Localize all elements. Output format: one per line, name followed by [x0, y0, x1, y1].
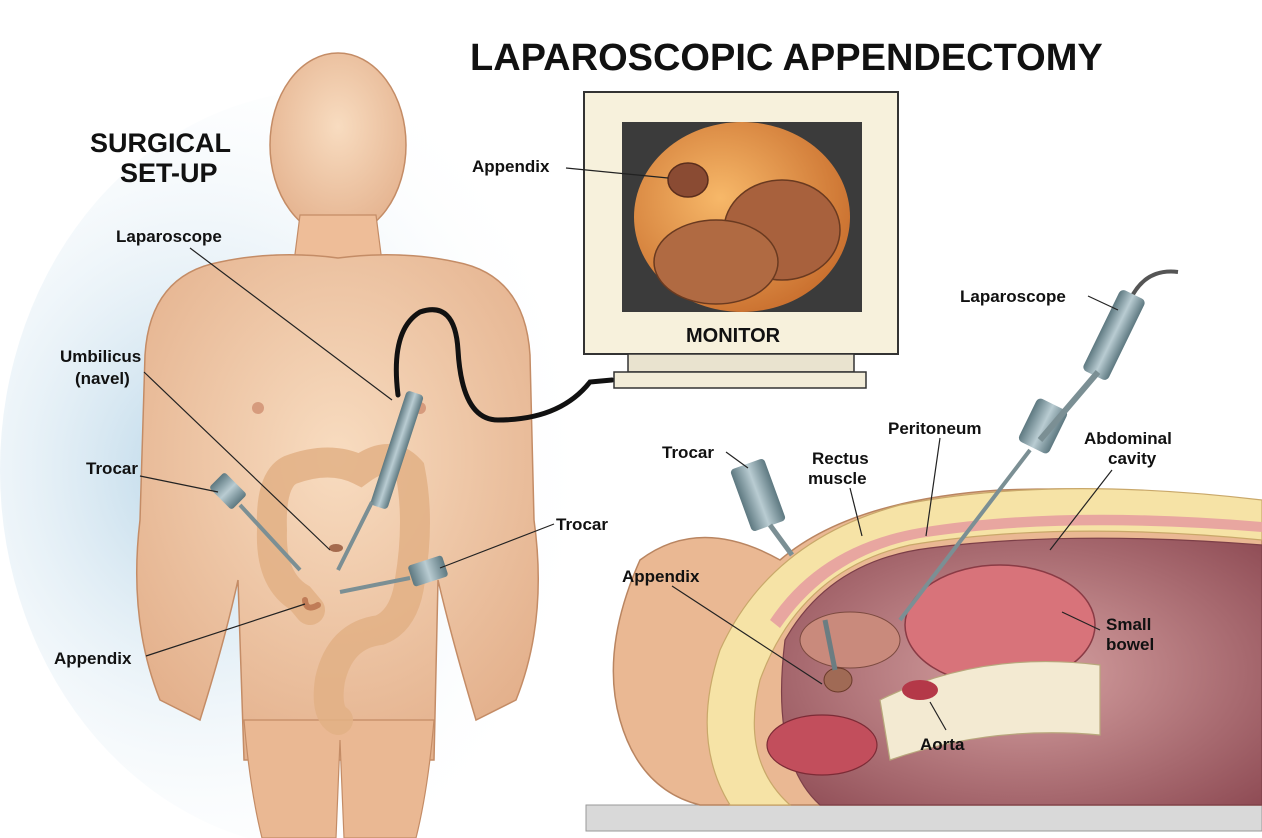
table	[585, 804, 1262, 832]
screen-organ-lower	[653, 219, 779, 305]
label-abdominal-line1: Abdominal	[1084, 429, 1172, 448]
label-cross-appendix: Appendix	[622, 567, 700, 586]
setup-heading-line2: SET-UP	[120, 158, 218, 188]
legs	[243, 719, 435, 838]
label-body-trocar-right: Trocar	[556, 515, 608, 534]
label-cross-trocar: Trocar	[662, 443, 714, 462]
left-nipple	[252, 402, 264, 414]
diagram-title: LAPAROSCOPIC APPENDECTOMY	[470, 37, 1103, 79]
laparoscope-cable	[393, 307, 615, 423]
monitor-base	[613, 371, 867, 389]
cross-section	[585, 488, 1262, 832]
label-umbilicus-line1: Umbilicus	[60, 347, 141, 366]
setup-heading-line1: SURGICAL	[90, 128, 231, 158]
cross-trocar	[730, 458, 838, 671]
label-small-bowel-line1: Small	[1106, 615, 1151, 634]
label-aorta: Aorta	[920, 735, 965, 754]
label-body-trocar-left: Trocar	[86, 459, 138, 478]
label-abdominal-line2: cavity	[1108, 449, 1157, 468]
monitor	[583, 91, 899, 389]
body-laparoscope	[336, 391, 424, 571]
label-monitor-appendix: Appendix	[472, 157, 550, 176]
label-rectus-line1: Rectus	[812, 449, 869, 468]
label-small-bowel-line2: bowel	[1106, 635, 1154, 654]
body-trocar-left	[210, 473, 302, 572]
cross-laparoscope	[898, 269, 1179, 622]
torso	[135, 254, 539, 761]
appendix-body	[302, 597, 321, 611]
rectus-muscle-layer	[770, 514, 1262, 628]
label-rectus-line2: muscle	[808, 469, 867, 488]
body-trocar-right	[339, 555, 448, 594]
screen-appendix	[667, 162, 709, 198]
monitor-stand	[627, 353, 855, 373]
appendix-cross	[823, 667, 853, 693]
large-bowel-left	[799, 611, 901, 669]
head	[269, 52, 407, 238]
umbilicus-mark	[329, 544, 343, 552]
leader-lines	[139, 167, 1119, 731]
label-cross-laparoscope: Laparoscope	[960, 287, 1066, 306]
label-body-laparoscope: Laparoscope	[116, 227, 222, 246]
label-body-appendix: Appendix	[54, 649, 132, 668]
label-umbilicus-line2: (navel)	[75, 369, 130, 388]
aorta-vessel	[902, 680, 938, 700]
fat-layer	[706, 488, 1262, 806]
label-peritoneum: Peritoneum	[888, 419, 982, 438]
lower-bowel	[766, 714, 878, 776]
monitor-label: MONITOR	[686, 325, 781, 347]
